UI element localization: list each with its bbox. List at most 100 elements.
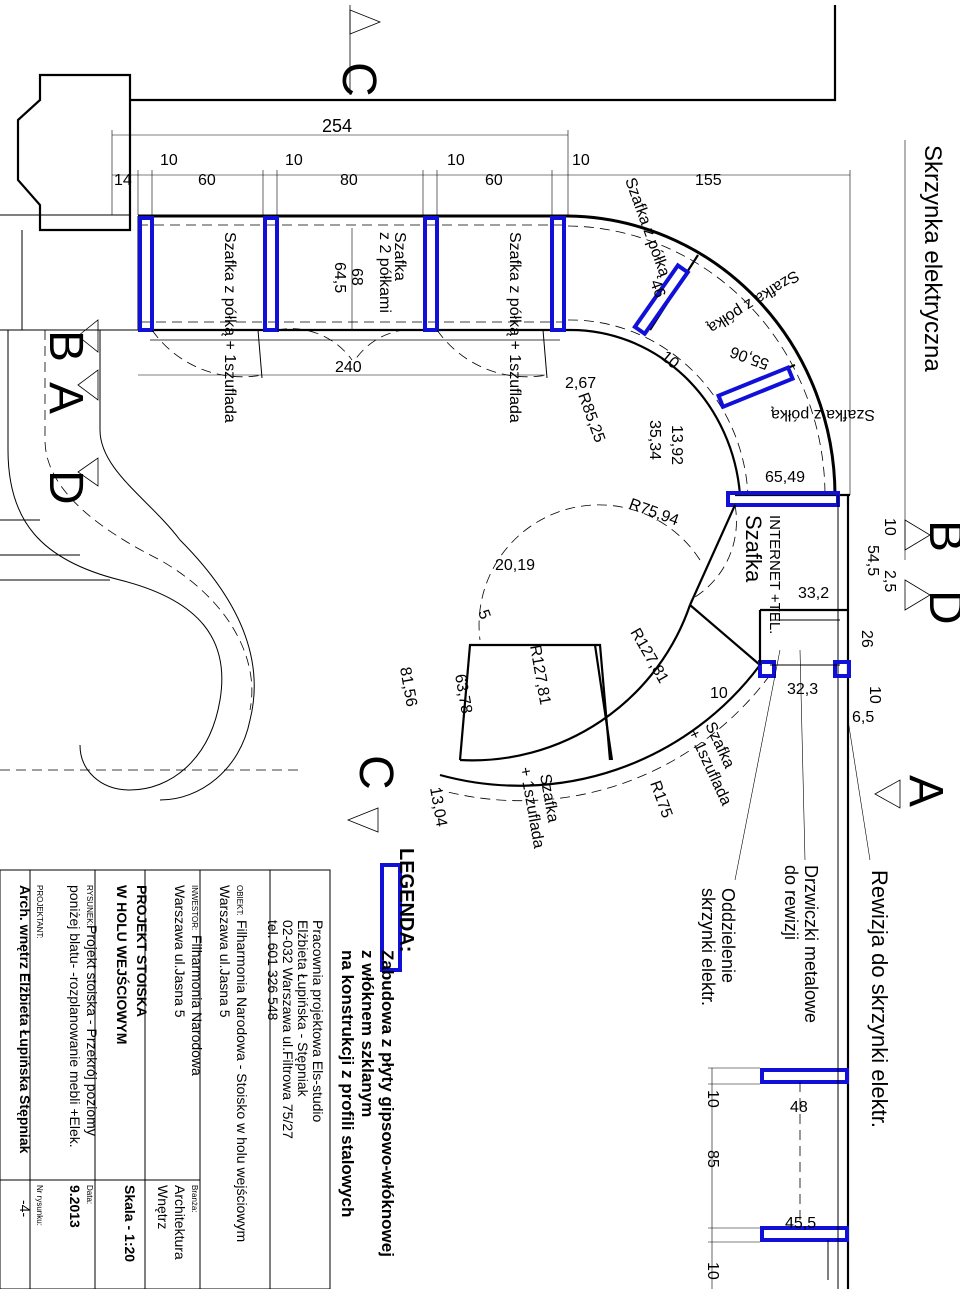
dim-60b: 60 [485, 172, 503, 189]
tb-projektant: Arch. wnętrz Elżbieta Łupińska Stępniak [17, 885, 33, 1154]
dim-10c: 10 [447, 152, 465, 169]
dim-46: 46 [646, 278, 668, 301]
label-arc-1: Szafka z półką [621, 176, 673, 280]
legend-title: LEGENDA: [395, 848, 417, 952]
label-cabinet-3: Szafka z półką + 1szuflada [506, 232, 523, 423]
dim-81-56: 81,56 [396, 666, 420, 708]
section-letter-c-bottom: C [349, 755, 402, 790]
section-letter-b-right: B [919, 520, 960, 552]
dim-10-top-right: 10 [881, 518, 898, 536]
label-drzwiczki-2: do rewizji [781, 865, 801, 940]
dim-48: 48 [790, 1099, 808, 1116]
label-internet: INTERNET +TEL. [766, 515, 783, 634]
dim-5: 5 [474, 608, 493, 622]
tb-nr-label: Nr rysunku: [35, 1185, 44, 1226]
tb-rysunek-1: Projekt stoiska - Przekrój poziomy [84, 925, 100, 1136]
legend-line-3: na konstrukcji z profili stalowych [338, 950, 357, 1217]
tb-firm-1: Pracownia projektowa Els-studio [310, 920, 326, 1123]
tb-obiekt-label: OBIEKT: [235, 885, 244, 916]
dim-68: 68 [348, 268, 365, 286]
tb-obiekt-2: Warszawa ul.Jasna 5 [217, 885, 233, 1018]
label-drzwiczki-1: Drzwiczki metalowe [801, 865, 821, 1023]
dim-155: 155 [695, 172, 722, 189]
tb-rysunek-2: poniżej blatu- -rozplanowanie mebli +Ele… [67, 885, 83, 1148]
dim-65-49: 65,49 [765, 469, 805, 486]
tb-inwestor-label: INWESTOR: [190, 885, 199, 930]
dim-85: 85 [704, 1150, 721, 1168]
counter-curved [567, 214, 850, 720]
dim-13-04: 13,04 [426, 786, 450, 828]
label-arc-2: Szafka z półką [705, 267, 802, 337]
dim-10-right: 10 [866, 686, 883, 704]
section-letter-a-left: A [39, 382, 92, 414]
dim-54-5: 54,5 [864, 545, 881, 576]
leader-lines [734, 140, 906, 881]
dim-r85-25: R85,25 [574, 391, 608, 445]
section-letter-a-right: A [899, 775, 952, 807]
label-cabinet-2b: z 2 półkami [376, 232, 393, 313]
dim-2-67: 2,67 [565, 375, 596, 392]
label-cabinet-1: Szafka z półką + 1szuflada [221, 232, 238, 423]
dim-10d: 10 [572, 152, 590, 169]
dim-14: 14 [114, 172, 132, 189]
section-letter-d-right: D [919, 590, 960, 625]
label-oddzielenie-1: Oddzielenie [718, 888, 738, 983]
dim-6-5: 6,5 [852, 709, 874, 726]
right-wall [760, 700, 850, 1289]
building-walls [0, 5, 837, 331]
tb-firm-3: 02-032 Warszawa ul.Filtrowa 75/27 [280, 920, 296, 1139]
dim-10a: 10 [160, 152, 178, 169]
label-szafka: Szafka [741, 515, 766, 583]
dim-10b: 10 [285, 152, 303, 169]
section-letter-c-top: C [332, 62, 385, 97]
tb-projektant-label: PROJEKTANT: [35, 885, 44, 939]
tb-firm-2: Elżbieta Łupińska - Stępniak [295, 920, 311, 1098]
dim-33-2: 33,2 [798, 585, 829, 602]
tb-obiekt-1: Filharmonia Narodowa - Stoisko w holu we… [234, 920, 250, 1242]
tb-branza-label: Branża: [190, 1185, 199, 1213]
label-skrzynka: Skrzynka elektryczna [919, 145, 946, 372]
curved-railing [0, 330, 300, 801]
dimension-lines-bottom [708, 1067, 760, 1289]
legend-line-2: z włóknem szklanym [358, 950, 377, 1117]
tb-projekt-1: PROJEKT STOISKA [134, 885, 150, 1017]
dim-80: 80 [340, 172, 358, 189]
tb-branza-1: Architektura [172, 1185, 188, 1260]
legend-line-1: Zabudowa z płyty gipsowo-włóknowej [378, 950, 397, 1257]
dim-r127-81b: R127,81 [526, 644, 553, 707]
label-rewizja: Rewizja do skrzynki elektr. [867, 870, 892, 1128]
title-block [0, 869, 331, 1289]
dim-10-low: 10 [710, 685, 728, 702]
dim-35-34: 35,34 [646, 420, 663, 460]
dim-10-b1: 10 [704, 1090, 721, 1108]
dim-32-3: 32,3 [787, 681, 818, 698]
dim-63-78: 63,78 [451, 673, 475, 715]
label-oddzielenie-2: skrzynki elektr. [698, 888, 718, 1006]
dim-55-06: 55,06 [728, 343, 772, 373]
tb-rysunek-label: RYSUNEK: [85, 885, 94, 926]
label-cabinet-2a: Szafka [391, 232, 408, 281]
section-letter-b-left: B [39, 330, 92, 362]
dim-26: 26 [858, 630, 875, 648]
dim-60a: 60 [198, 172, 216, 189]
dim-10-b2: 10 [704, 1262, 721, 1280]
dim-13-92: 13,92 [668, 425, 685, 465]
tb-inwestor-2: Warszawa ul.Jasna 5 [172, 885, 188, 1018]
tb-branza-2: Wnętrz [155, 1185, 171, 1229]
tb-projekt-2: W HOLU WEJŚCIOWYM [114, 885, 131, 1044]
door-swings [151, 328, 548, 379]
dim-2-5: 2,5 [881, 570, 898, 592]
legend [380, 863, 402, 972]
dim-r75-94: R75,94 [627, 496, 681, 530]
dim-45-5: 45,5 [785, 1215, 816, 1232]
tb-firm-4: tel. 601 326 548 [265, 920, 281, 1021]
tb-data-label: Data: [85, 1185, 94, 1204]
section-letter-d-left: D [39, 470, 92, 505]
gypsum-posts [138, 216, 566, 332]
label-arc-3: Szafka z półką [771, 406, 875, 423]
dim-240: 240 [335, 359, 362, 376]
dim-r175: R175 [646, 779, 675, 821]
dim-10-arc: 10 [657, 348, 682, 373]
dim-20-19: 20,19 [495, 557, 535, 574]
